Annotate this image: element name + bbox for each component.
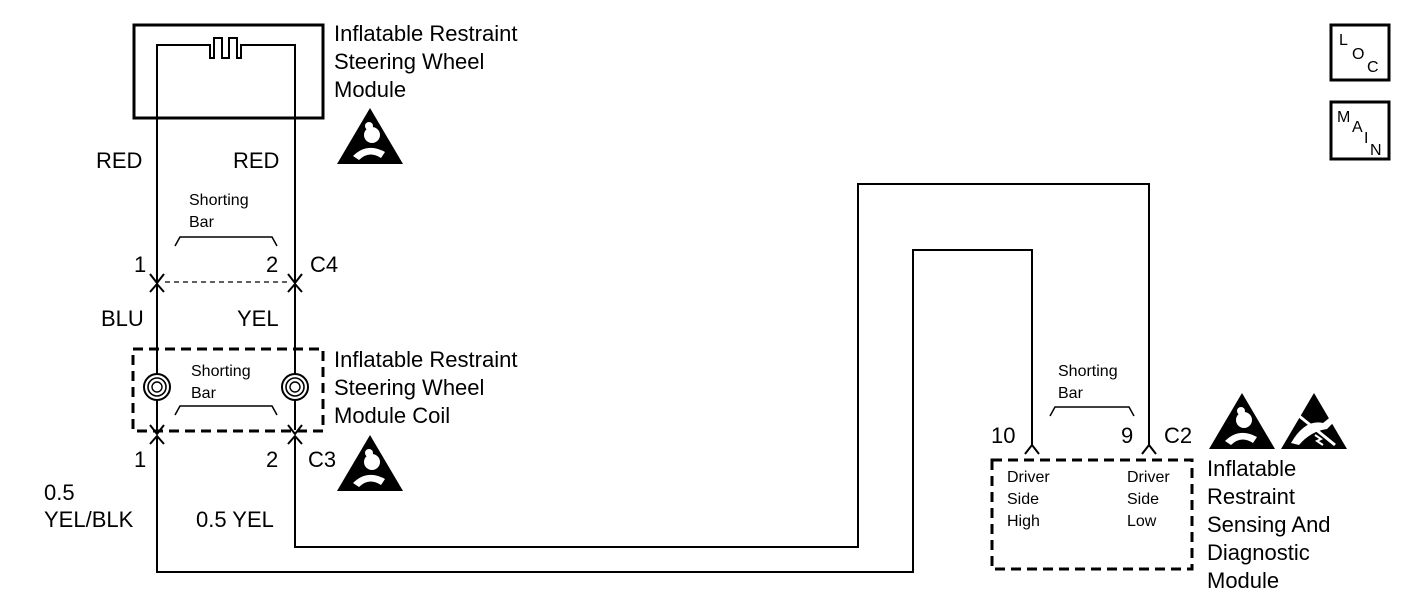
driver-side-high-3: High xyxy=(1007,513,1040,530)
module-name-line-3: Module xyxy=(334,77,406,102)
c3-label: C3 xyxy=(308,447,336,472)
sdm-name-line-1: Inflatable xyxy=(1207,456,1296,481)
shorting-bar-top-label-1: Shorting xyxy=(189,192,249,209)
coil-name-line-1: Inflatable Restraint xyxy=(334,347,517,372)
driver-side-low-3: Low xyxy=(1127,513,1157,530)
loc-letter-c: C xyxy=(1367,59,1379,76)
wire-color-bottom-left-2: YEL/BLK xyxy=(44,507,134,532)
c4-pin-left: 1 xyxy=(134,252,146,277)
steering-wheel-module-coil: Shorting Bar xyxy=(131,347,325,433)
main-button[interactable]: M A I N xyxy=(1329,100,1391,161)
steering-wheel-module xyxy=(132,23,325,120)
shorting-bar-sdm-label-1: Shorting xyxy=(1058,363,1118,380)
coil-name-line-3: Module Coil xyxy=(334,403,450,428)
driver-side-high-2: Side xyxy=(1007,491,1039,508)
sdm-connector-c2: 10 9 C2 xyxy=(991,423,1192,455)
esd-warning-icon xyxy=(1281,393,1347,449)
shorting-bar-coil-label-2: Bar xyxy=(191,385,217,402)
wire-color-bottom-right: 0.5 YEL xyxy=(196,507,274,532)
airbag-warning-icon xyxy=(337,108,403,164)
sdm-name-line-5: Module xyxy=(1207,568,1279,593)
coil-name-line-2: Steering Wheel xyxy=(334,375,484,400)
c3-pin-left: 1 xyxy=(134,447,146,472)
driver-side-low-1: Driver xyxy=(1127,469,1170,486)
coil-spiral-left xyxy=(143,373,171,401)
driver-side-high-1: Driver xyxy=(1007,469,1050,486)
sdm-name-line-4: Diagnostic xyxy=(1207,540,1310,565)
shorting-bar-sdm-label-2: Bar xyxy=(1058,385,1084,402)
airbag-warning-icon xyxy=(337,435,403,491)
main-letter-m: M xyxy=(1337,109,1350,126)
wire-color-bottom-left-1: 0.5 xyxy=(44,480,75,505)
airbag-warning-icon xyxy=(1209,393,1275,449)
c2-pin-low: 9 xyxy=(1121,423,1133,448)
main-letter-i: I xyxy=(1364,130,1368,147)
wire-color-top-left: RED xyxy=(96,148,142,173)
loc-button[interactable]: L O C xyxy=(1329,23,1391,82)
wire-color-mid-left: BLU xyxy=(101,306,144,331)
module-name-line-1: Inflatable Restraint xyxy=(334,21,517,46)
wire-color-top-right: RED xyxy=(233,148,279,173)
connector-c3: 1 2 C3 xyxy=(134,424,336,472)
loc-letter-o: O xyxy=(1352,46,1364,63)
connector-c4: 1 2 C4 xyxy=(134,252,338,293)
sensing-diagnostic-module: Driver Side High Driver Side Low xyxy=(990,458,1194,571)
main-letter-a: A xyxy=(1352,119,1363,136)
loc-letter-l: L xyxy=(1339,32,1348,49)
c2-pin-high: 10 xyxy=(991,423,1015,448)
shorting-bar-sdm-bracket xyxy=(1049,406,1135,417)
sdm-name-line-3: Sensing And xyxy=(1207,512,1331,537)
coil-spiral-right xyxy=(281,373,309,401)
wire-yel-blk xyxy=(156,249,1033,573)
driver-side-low-2: Side xyxy=(1127,491,1159,508)
c4-pin-right: 2 xyxy=(266,252,278,277)
c4-label: C4 xyxy=(310,252,338,277)
shorting-bar-coil-label-1: Shorting xyxy=(191,363,251,380)
c2-label: C2 xyxy=(1164,423,1192,448)
shorting-bar-top-bracket xyxy=(174,236,278,247)
main-letter-n: N xyxy=(1370,142,1382,159)
sdm-name-line-2: Restraint xyxy=(1207,484,1295,509)
shorting-bar-coil-bracket xyxy=(174,405,278,416)
wire-yel xyxy=(294,183,1150,548)
c3-pin-right: 2 xyxy=(266,447,278,472)
shorting-bar-top-label-2: Bar xyxy=(189,214,215,231)
wire-color-mid-right: YEL xyxy=(237,306,279,331)
module-name-line-2: Steering Wheel xyxy=(334,49,484,74)
